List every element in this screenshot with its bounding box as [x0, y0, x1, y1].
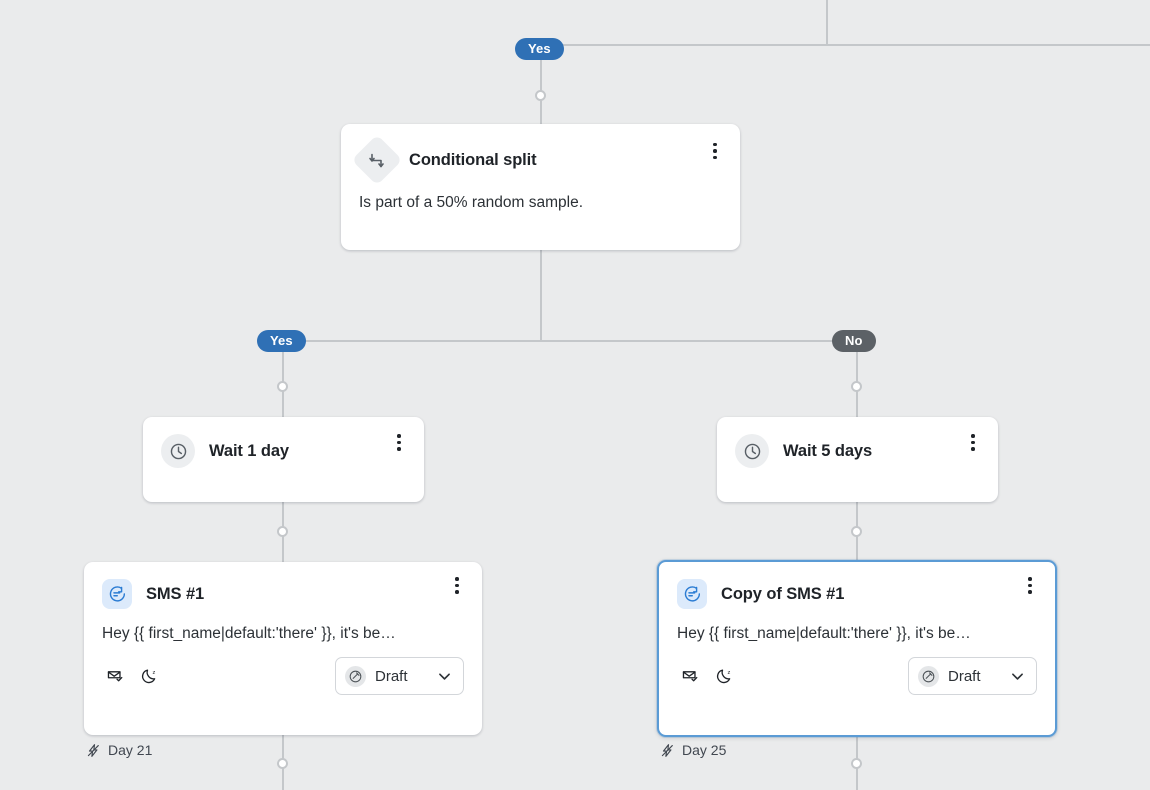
- wait-left-header: Wait 1 day: [143, 417, 424, 468]
- connector-dot-right-sms-down[interactable]: [851, 758, 862, 769]
- clock-icon: [161, 434, 195, 468]
- connector-line-top-right-vertical: [826, 0, 828, 45]
- sms-right-header: Copy of SMS #1: [659, 562, 1055, 609]
- connector-dot-right-wait[interactable]: [851, 381, 862, 392]
- sms-left-preview: Hey {{ first_name|default:'there' }}, it…: [102, 625, 396, 642]
- sms-right-footer: z Draft: [659, 643, 1055, 711]
- svg-text:z: z: [152, 670, 155, 676]
- sms-left-day-label: Day 21: [108, 742, 153, 758]
- draft-pencil-icon: [918, 665, 939, 687]
- node-wait-5-days[interactable]: Wait 5 days: [717, 417, 998, 502]
- branch-badge-top-yes[interactable]: Yes: [515, 38, 564, 60]
- sms-left-status-label: Draft: [375, 667, 408, 685]
- sms-left-menu-icon[interactable]: [446, 575, 468, 597]
- lightning-bolt-icon: [660, 743, 675, 758]
- branch-badge-right-no[interactable]: No: [832, 330, 876, 352]
- quiet-hours-icon[interactable]: z: [711, 663, 737, 689]
- sms-left-footer-icons: z: [102, 663, 162, 689]
- branch-badge-left-yes[interactable]: Yes: [257, 330, 306, 352]
- sms-right-status-select[interactable]: Draft: [908, 657, 1037, 695]
- connector-dot-left-sms-down[interactable]: [277, 758, 288, 769]
- conditional-split-description: Is part of a 50% random sample.: [359, 194, 584, 211]
- sms-right-preview: Hey {{ first_name|default:'there' }}, it…: [677, 625, 971, 642]
- sms-right-footer-icons: z: [677, 663, 737, 689]
- wait-right-title: Wait 5 days: [783, 441, 873, 460]
- connector-dot-left-wait[interactable]: [277, 381, 288, 392]
- wait-left-menu-icon[interactable]: [388, 432, 410, 454]
- svg-text:z: z: [727, 670, 730, 676]
- smart-sending-icon[interactable]: [677, 663, 703, 689]
- sms-message-icon: [677, 579, 707, 609]
- sms-left-title: SMS #1: [146, 584, 205, 603]
- conditional-split-icon: [351, 134, 403, 186]
- wait-right-menu-icon[interactable]: [962, 432, 984, 454]
- wait-right-header: Wait 5 days: [717, 417, 998, 468]
- sms-left-footer: z Draft: [84, 643, 482, 711]
- connector-line-right-branch: [856, 340, 858, 417]
- sms-left-header: SMS #1: [84, 562, 482, 609]
- draft-pencil-icon: [345, 665, 366, 687]
- chevron-down-icon: [436, 668, 453, 685]
- sms-right-status-label: Draft: [948, 667, 981, 685]
- connector-line-left-branch: [282, 340, 284, 417]
- connector-dot-yes-to-split[interactable]: [535, 90, 546, 101]
- node-conditional-split[interactable]: Conditional split Is part of a 50% rando…: [341, 124, 740, 250]
- lightning-bolt-icon: [86, 743, 101, 758]
- sms-right-day-tag: Day 25: [660, 742, 726, 758]
- sms-right-day-label: Day 25: [682, 742, 727, 758]
- clock-icon: [735, 434, 769, 468]
- connector-line-top-horizontal: [560, 44, 1150, 46]
- connector-dot-right-sms[interactable]: [851, 526, 862, 537]
- connector-dot-left-sms[interactable]: [277, 526, 288, 537]
- conditional-split-menu-icon[interactable]: [704, 140, 726, 162]
- connector-line-split-down: [540, 250, 542, 341]
- conditional-split-title: Conditional split: [409, 150, 537, 169]
- node-sms-1[interactable]: SMS #1 Hey {{ first_name|default:'there'…: [84, 562, 482, 735]
- conditional-split-header: Conditional split: [341, 124, 740, 186]
- chevron-down-icon: [1009, 668, 1026, 685]
- sms-left-day-tag: Day 21: [86, 742, 152, 758]
- node-copy-of-sms-1[interactable]: Copy of SMS #1 Hey {{ first_name|default…: [657, 560, 1057, 737]
- sms-left-status-select[interactable]: Draft: [335, 657, 464, 695]
- sms-right-menu-icon[interactable]: [1019, 575, 1041, 597]
- node-wait-1-day[interactable]: Wait 1 day: [143, 417, 424, 502]
- sms-message-icon: [102, 579, 132, 609]
- quiet-hours-icon[interactable]: z: [136, 663, 162, 689]
- connector-line-branch-horizontal: [282, 340, 858, 342]
- smart-sending-icon[interactable]: [102, 663, 128, 689]
- wait-left-title: Wait 1 day: [209, 441, 289, 460]
- sms-right-title: Copy of SMS #1: [721, 584, 845, 603]
